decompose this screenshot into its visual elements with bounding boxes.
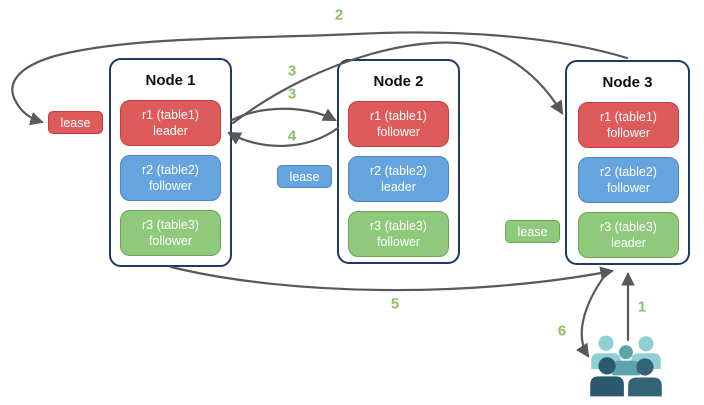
replica-role: follower bbox=[376, 235, 421, 249]
node-3-panel: Node 3 r1 (table1) follower r2 (table2) … bbox=[565, 60, 690, 265]
replica-box-node3-r2: r2 (table2) follower bbox=[578, 157, 679, 203]
node-title: Node 3 bbox=[602, 74, 653, 91]
replica-name: r1 (table1) bbox=[142, 108, 199, 122]
replica-role: leader bbox=[381, 180, 416, 194]
replica-box-node2-r2: r2 (table2) leader bbox=[348, 156, 449, 202]
replica-name: r1 (table1) bbox=[600, 110, 657, 124]
step-label-2: 2 bbox=[334, 6, 344, 24]
replica-box-node3-r1: r1 (table1) follower bbox=[578, 102, 679, 148]
users-group-icon bbox=[590, 335, 662, 397]
node-1-panel: Node 1 r1 (table1) leader r2 (table2) fo… bbox=[109, 58, 232, 267]
replica-name: r1 (table1) bbox=[370, 109, 427, 123]
replica-box-node1-r3: r3 (table3) follower bbox=[120, 210, 221, 256]
lease-badge-green: lease bbox=[505, 220, 560, 243]
replica-role: leader bbox=[611, 236, 646, 250]
replica-name: r3 (table3) bbox=[600, 220, 657, 234]
replica-role: leader bbox=[153, 124, 188, 138]
replica-box-node3-r3: r3 (table3) leader bbox=[578, 212, 679, 258]
replica-name: r2 (table2) bbox=[600, 165, 657, 179]
node-title: Node 1 bbox=[145, 72, 196, 89]
step-label-6: 6 bbox=[557, 322, 567, 340]
replica-box-node1-r2: r2 (table2) follower bbox=[120, 155, 221, 201]
replica-role: follower bbox=[148, 234, 193, 248]
arrow-step-2 bbox=[11, 31, 629, 126]
step-label-3a: 3 bbox=[287, 62, 297, 80]
step-label-5: 5 bbox=[390, 295, 400, 313]
lease-badge-red: lease bbox=[48, 111, 103, 134]
node-title: Node 2 bbox=[373, 73, 424, 90]
replica-role: follower bbox=[606, 126, 651, 140]
arrow-step-4 bbox=[227, 126, 340, 148]
lease-badge-blue: lease bbox=[277, 165, 332, 188]
step-label-4: 4 bbox=[287, 127, 297, 145]
replica-role: follower bbox=[148, 179, 193, 193]
replica-box-node2-r3: r3 (table3) follower bbox=[348, 211, 449, 257]
replica-name: r3 (table3) bbox=[142, 218, 199, 232]
replica-role: follower bbox=[606, 181, 651, 195]
step-label-3b: 3 bbox=[287, 85, 297, 103]
replica-name: r2 (table2) bbox=[142, 163, 199, 177]
replica-box-node2-r1: r1 (table1) follower bbox=[348, 101, 449, 147]
node-2-panel: Node 2 r1 (table1) follower r2 (table2) … bbox=[337, 59, 460, 264]
replica-box-node1-r1: r1 (table1) leader bbox=[120, 100, 221, 146]
replica-name: r2 (table2) bbox=[370, 164, 427, 178]
replica-name: r3 (table3) bbox=[370, 219, 427, 233]
arrow-step-3-to-node2 bbox=[230, 107, 337, 122]
step-label-1: 1 bbox=[637, 298, 647, 316]
arrow-step-5 bbox=[169, 265, 615, 292]
replica-role: follower bbox=[376, 125, 421, 139]
